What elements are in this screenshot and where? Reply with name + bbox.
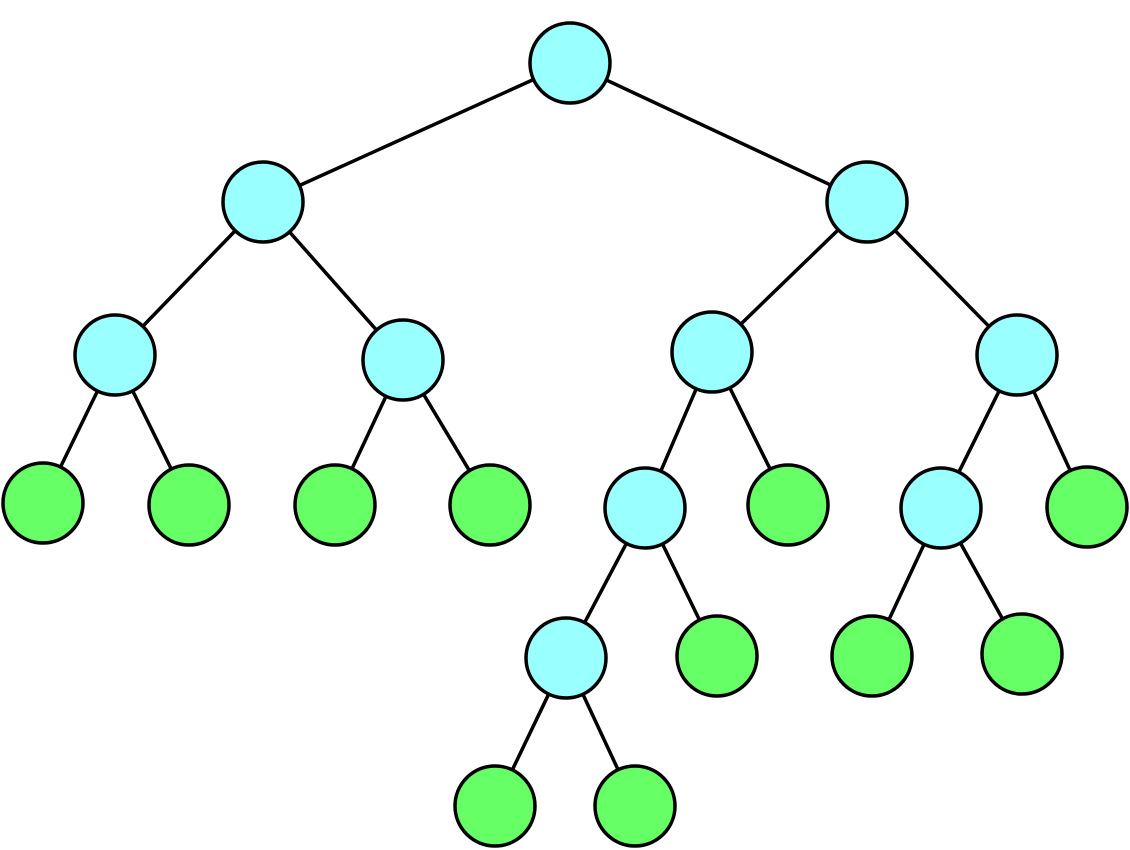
leaf-node-n20: [453, 764, 537, 848]
leaf-node-n18: [830, 614, 914, 698]
edge-n1-n2: [297, 77, 536, 188]
edge-n2-n4: [141, 229, 237, 328]
internal-node-n7: [975, 313, 1059, 397]
edge-n14-n19: [958, 541, 1005, 621]
internal-node-n1: [528, 21, 612, 105]
internal-node-n2: [221, 160, 305, 244]
leaf-node-n13: [746, 463, 830, 547]
tree-nodes: [1, 21, 1129, 848]
leaf-node-n17: [675, 614, 759, 698]
internal-node-n12: [603, 466, 687, 550]
leaf-node-n8: [1, 461, 85, 545]
edge-n4-n8: [58, 389, 100, 469]
edge-n4-n9: [130, 389, 174, 471]
edge-n5-n10: [350, 394, 388, 471]
internal-node-n16: [524, 616, 608, 700]
edge-n1-n3: [604, 78, 833, 187]
edge-n7-n14: [957, 389, 1001, 474]
edge-n3-n6: [738, 228, 841, 326]
leaf-node-n21: [593, 764, 677, 848]
leaf-node-n10: [293, 463, 377, 547]
edge-n7-n15: [1031, 389, 1073, 473]
edge-n12-n16: [582, 541, 629, 625]
edge-n6-n13: [728, 386, 772, 471]
internal-node-n6: [670, 310, 754, 394]
internal-node-n4: [73, 313, 157, 397]
leaf-node-n19: [980, 612, 1064, 696]
edge-n12-n17: [660, 542, 702, 622]
edge-n2-n5: [287, 230, 379, 332]
edge-n16-n21: [581, 692, 620, 772]
tree-edges: [58, 77, 1073, 772]
edge-n5-n11: [421, 392, 472, 473]
edge-n3-n7: [893, 228, 991, 329]
leaf-node-n11: [448, 463, 532, 547]
internal-node-n14: [899, 466, 983, 550]
edge-n6-n12: [659, 387, 698, 473]
internal-node-n3: [825, 160, 909, 244]
leaf-node-n15: [1045, 465, 1129, 549]
edge-n14-n18: [887, 542, 926, 622]
edge-n16-n20: [510, 692, 551, 772]
internal-node-n5: [361, 318, 445, 402]
leaf-node-n9: [147, 463, 231, 547]
